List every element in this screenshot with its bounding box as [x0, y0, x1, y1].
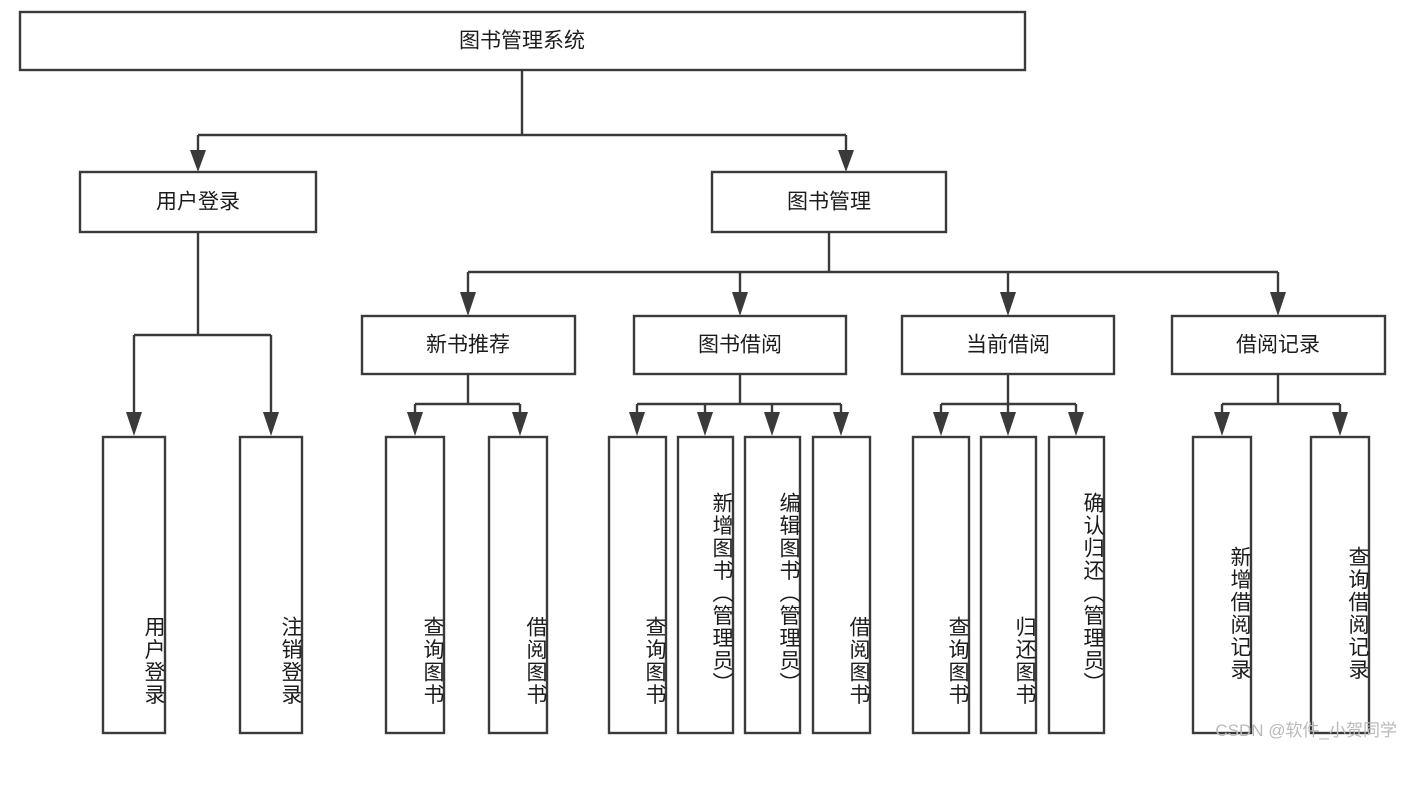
node-borrow-record-label: 借阅记录 [1236, 334, 1320, 357]
arrow-head-icon [1068, 412, 1084, 436]
arrow-head-icon [933, 412, 949, 436]
arrow-head-icon [263, 412, 279, 436]
leaf-box-borrowrecord-2[interactable] [1309, 435, 1371, 735]
csdn-watermark: CSDN @软件_小贺同学 [1215, 721, 1397, 740]
arrow-head-icon [512, 412, 528, 436]
connector-borrowrecord-to-leaves [1214, 374, 1348, 436]
arrow-head-icon [1270, 292, 1286, 316]
leaf-box-currentborrow-2[interactable] [979, 435, 1038, 735]
leaf-box-user-login-1[interactable] [101, 435, 167, 735]
arrow-head-icon [1332, 412, 1348, 436]
arrow-head-icon [1000, 292, 1016, 316]
leaf-box-user-login-2[interactable] [238, 435, 304, 735]
arrow-head-icon [460, 292, 476, 316]
node-user-login[interactable]: 用户登录 [78, 170, 318, 234]
arrow-head-icon [1000, 412, 1016, 436]
node-book-management-label: 图书管理 [787, 191, 871, 214]
arrow-head-icon [732, 292, 748, 316]
leaf-box-newbook-2[interactable] [487, 435, 549, 735]
leaf-box-borrowrecord-1[interactable] [1191, 435, 1253, 735]
node-root-label: 图书管理系统 [459, 30, 585, 53]
arrow-head-icon [833, 412, 849, 436]
arrow-head-icon [838, 150, 854, 172]
leaf-box-currentborrow-1[interactable] [911, 435, 971, 735]
arrow-head-icon [190, 150, 206, 172]
flowchart-svg: 图书管理系统 用户登录 图书管理 新书推荐 图书借阅 当前借阅 借阅记录 [18, 10, 1387, 735]
node-current-borrow[interactable]: 当前借阅 [900, 314, 1116, 376]
connector-newbook-to-leaves [407, 374, 528, 436]
node-current-borrow-label: 当前借阅 [966, 334, 1050, 357]
arrow-head-icon [764, 412, 780, 436]
connector-currentborrow-to-leaves [933, 374, 1084, 436]
leaf-box-bookborrow-1[interactable] [607, 435, 668, 735]
connector-bookborrow-to-leaves [629, 374, 849, 436]
arrow-head-icon [407, 412, 423, 436]
node-new-book-recommend[interactable]: 新书推荐 [360, 314, 577, 376]
arrow-head-icon [629, 412, 645, 436]
leaf-box-bookborrow-3[interactable] [743, 435, 802, 735]
arrow-head-icon [1214, 412, 1230, 436]
connector-root-to-level1 [190, 70, 854, 172]
node-user-login-label: 用户登录 [156, 191, 240, 214]
connector-bookmgmt-to-level2 [460, 232, 1286, 316]
node-book-borrow-label: 图书借阅 [698, 334, 782, 357]
arrow-head-icon [697, 412, 713, 436]
node-root[interactable]: 图书管理系统 [18, 10, 1027, 72]
leaf-box-bookborrow-4[interactable] [811, 435, 872, 735]
arrow-head-icon [126, 412, 142, 436]
connector-userlogin-to-leaves [126, 232, 279, 436]
node-new-book-recommend-label: 新书推荐 [426, 334, 510, 357]
leaf-box-bookborrow-2[interactable] [676, 435, 735, 735]
node-book-borrow[interactable]: 图书借阅 [632, 314, 848, 376]
node-borrow-record[interactable]: 借阅记录 [1170, 314, 1387, 376]
leaf-box-newbook-1[interactable] [384, 435, 446, 735]
node-book-management[interactable]: 图书管理 [710, 170, 948, 234]
diagram-canvas: 图书管理系统 用户登录 图书管理 新书推荐 图书借阅 当前借阅 借阅记录 [18, 10, 1397, 740]
leaf-box-currentborrow-3[interactable] [1047, 435, 1106, 735]
